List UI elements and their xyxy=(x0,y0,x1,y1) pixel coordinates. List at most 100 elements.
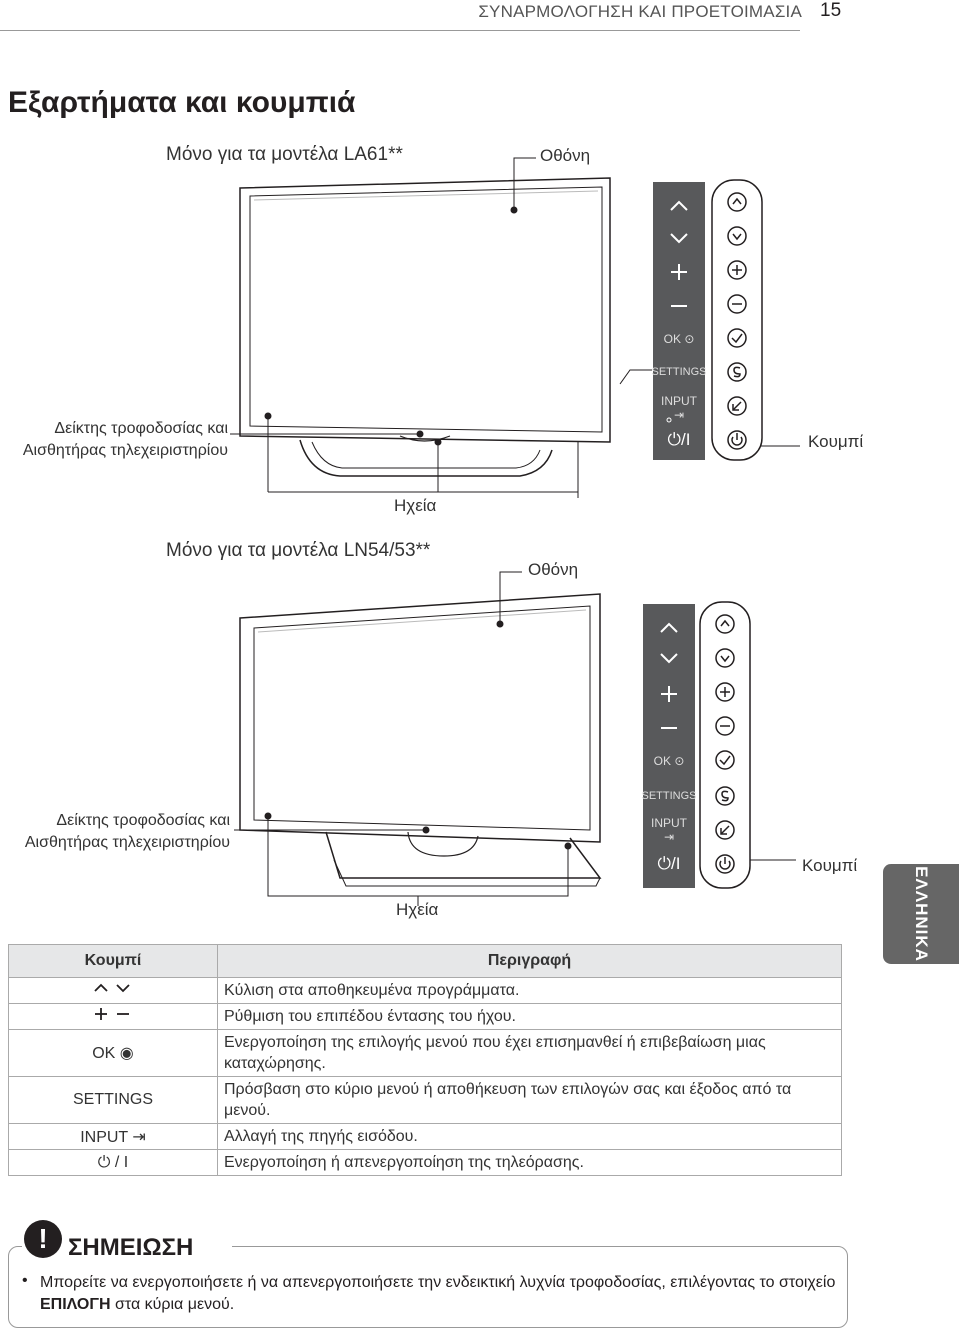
language-tab: ΕΛΛΗΝΙΚΑ xyxy=(883,864,959,964)
tv-screen xyxy=(239,177,611,443)
button-label-2: Κουμπί xyxy=(802,856,858,875)
bullet-icon: • xyxy=(22,1272,28,1289)
ok-label-2: OK ⊙ xyxy=(643,754,695,768)
btn-plus-2[interactable] xyxy=(715,682,735,702)
exclamation-icon: ! xyxy=(24,1220,62,1258)
table-desc: Πρόσβαση στο κύριο μενού ή αποθήκευση τω… xyxy=(217,1076,842,1124)
ok-text: OK xyxy=(663,332,681,346)
table-row: Ρύθμιση του επιπέδου έντασης του ήχου. xyxy=(8,1003,842,1030)
input-icon: ⇥ xyxy=(673,408,685,422)
btn-input-2[interactable] xyxy=(715,820,735,840)
plus-minus-icon xyxy=(95,1008,129,1020)
ok-label: OK ⊙ xyxy=(653,332,705,346)
note-text: Μπορείτε να ενεργοποιήσετε ή να απενεργο… xyxy=(40,1272,840,1316)
btn-ok-2[interactable] xyxy=(715,750,735,770)
table-row: ⏻ / I Ενεργοποίηση ή απενεργοποίηση της … xyxy=(8,1149,842,1176)
btn-power-2[interactable] xyxy=(715,854,735,874)
table-key: INPUT ⇥ xyxy=(8,1123,218,1150)
tv-stand-2 xyxy=(325,831,602,887)
power-icon: ⏻ xyxy=(657,854,671,873)
table-row: Κύλιση στα αποθηκευμένα προγράμματα. xyxy=(8,977,842,1004)
indicator-label-2-line1: Δείκτης τροφοδοσίας και xyxy=(56,812,230,829)
table-row: OK ◉ Ενεργοποίηση της επιλογής μενού που… xyxy=(8,1029,842,1077)
tv-diagram-la61 xyxy=(230,157,800,498)
note-text-bold: ΕΠΙΛΟΓΗ xyxy=(40,1296,111,1313)
power-label-2: ⏻/I xyxy=(643,854,695,874)
button-panel-glyphs xyxy=(666,200,688,423)
table-key-text: INPUT xyxy=(80,1128,128,1146)
up-down-icon xyxy=(94,983,130,993)
button-panel-strip-2: OK ⊙ SETTINGS INPUT ⇥ ⏻/I xyxy=(641,604,697,888)
input-icon: ⇥ xyxy=(132,1128,146,1146)
indicator-label-2: Δείκτης τροφοδοσίας και Αισθητήρας τηλεχ… xyxy=(0,810,230,854)
settings-label: SETTINGS xyxy=(651,366,707,378)
table-row: SETTINGS Πρόσβαση στο κύριο μενού ή αποθ… xyxy=(8,1076,842,1124)
indicator-label-line2: Αισθητήρας τηλεχειριστηρίου xyxy=(22,442,228,459)
tv-screen-2 xyxy=(239,593,601,843)
up-icon xyxy=(660,622,678,633)
up-icon xyxy=(670,200,688,211)
model-label-ln54: Μόνο για τα μοντέλα LN54/53** xyxy=(166,540,431,561)
btn-up-2[interactable] xyxy=(715,614,735,634)
table-key: SETTINGS xyxy=(8,1076,218,1124)
col-button-header: Κουμπί xyxy=(8,944,218,978)
speakers-label: Ηχεία xyxy=(394,496,437,515)
buttons-table: Κουμπί Περιγραφή Κύλιση στα αποθηκευμένα… xyxy=(8,944,842,1176)
plus-icon xyxy=(661,686,677,702)
btn-input[interactable] xyxy=(727,396,747,416)
table-desc: Ρύθμιση του επιπέδου έντασης του ήχου. xyxy=(217,1003,842,1030)
btn-settings-2[interactable] xyxy=(715,786,735,806)
table-key xyxy=(8,1003,218,1030)
note-title: ΣΗΜΕΙΩΣΗ xyxy=(68,1234,194,1261)
settings-label-2: SETTINGS xyxy=(641,790,697,802)
down-icon xyxy=(660,653,678,664)
table-desc: Κύλιση στα αποθηκευμένα προγράμματα. xyxy=(217,977,842,1004)
button-panel-strip: OK ⊙ SETTINGS INPUT ⇥ ⏻/I xyxy=(651,182,707,460)
tv-stand xyxy=(299,435,553,477)
power-text: /I xyxy=(681,430,691,449)
tv-diagram-ln54 xyxy=(234,571,796,906)
input-icon: ⇥ xyxy=(663,830,675,844)
page-number: 15 xyxy=(820,0,842,21)
header-rule xyxy=(0,30,800,31)
btn-ok[interactable] xyxy=(727,328,747,348)
physical-buttons-ln54 xyxy=(699,601,751,889)
table-key: ⏻ / I xyxy=(8,1149,218,1176)
ok-icon: ⊙ xyxy=(684,332,695,346)
table-desc: Ενεργοποίηση ή απενεργοποίηση της τηλεόρ… xyxy=(217,1149,842,1176)
power-icon: ⏻ xyxy=(97,1153,111,1171)
down-icon xyxy=(670,233,688,244)
table-desc: Αλλαγή της πηγής εισόδου. xyxy=(217,1123,842,1150)
note-text-after: στα κύρια μενού. xyxy=(110,1296,235,1313)
btn-down[interactable] xyxy=(727,226,747,246)
ok-icon: ⊙ xyxy=(674,754,685,768)
running-header: ΣΥΝΑΡΜΟΛΟΓΗΣΗ ΚΑΙ ΠΡΟΕΤΟΙΜΑΣΙΑ xyxy=(478,2,802,21)
ok-icon: ◉ xyxy=(119,1045,134,1062)
btn-power[interactable] xyxy=(727,430,747,450)
screen-label: Οθόνη xyxy=(540,146,591,165)
btn-minus-2[interactable] xyxy=(715,716,735,736)
note-text-before: Μπορείτε να ενεργοποιήσετε ή να απενεργο… xyxy=(40,1274,836,1291)
input-label-2: INPUT xyxy=(651,816,687,830)
btn-down-2[interactable] xyxy=(715,648,735,668)
btn-up[interactable] xyxy=(727,192,747,212)
table-row: INPUT ⇥ Αλλαγή της πηγής εισόδου. xyxy=(8,1123,842,1150)
btn-settings[interactable] xyxy=(727,362,747,382)
physical-buttons-la61 xyxy=(711,179,763,461)
section-title: Εξαρτήματα και κουμπιά xyxy=(8,86,356,119)
plus-icon xyxy=(671,264,687,280)
table-desc: Ενεργοποίηση της επιλογής μενού που έχει… xyxy=(217,1029,842,1077)
table-key: OK ◉ xyxy=(8,1029,218,1077)
input-label: INPUT xyxy=(661,394,697,408)
power-label: ⏻/I xyxy=(653,430,705,450)
table-key-text: OK xyxy=(92,1045,116,1062)
btn-minus[interactable] xyxy=(727,294,747,314)
col-description-header: Περιγραφή xyxy=(217,944,842,978)
table-key-text: / I xyxy=(114,1153,129,1171)
speakers-label-2: Ηχεία xyxy=(396,900,439,919)
btn-plus[interactable] xyxy=(727,260,747,280)
model-label-la61: Μόνο για τα μοντέλα LA61** xyxy=(166,144,403,165)
indicator-label-2-line2: Αισθητήρας τηλεχειριστηρίου xyxy=(24,834,230,851)
indicator-label-line1: Δείκτης τροφοδοσίας και xyxy=(54,420,228,437)
language-tab-label: ΕΛΛΗΝΙΚΑ xyxy=(912,866,931,962)
